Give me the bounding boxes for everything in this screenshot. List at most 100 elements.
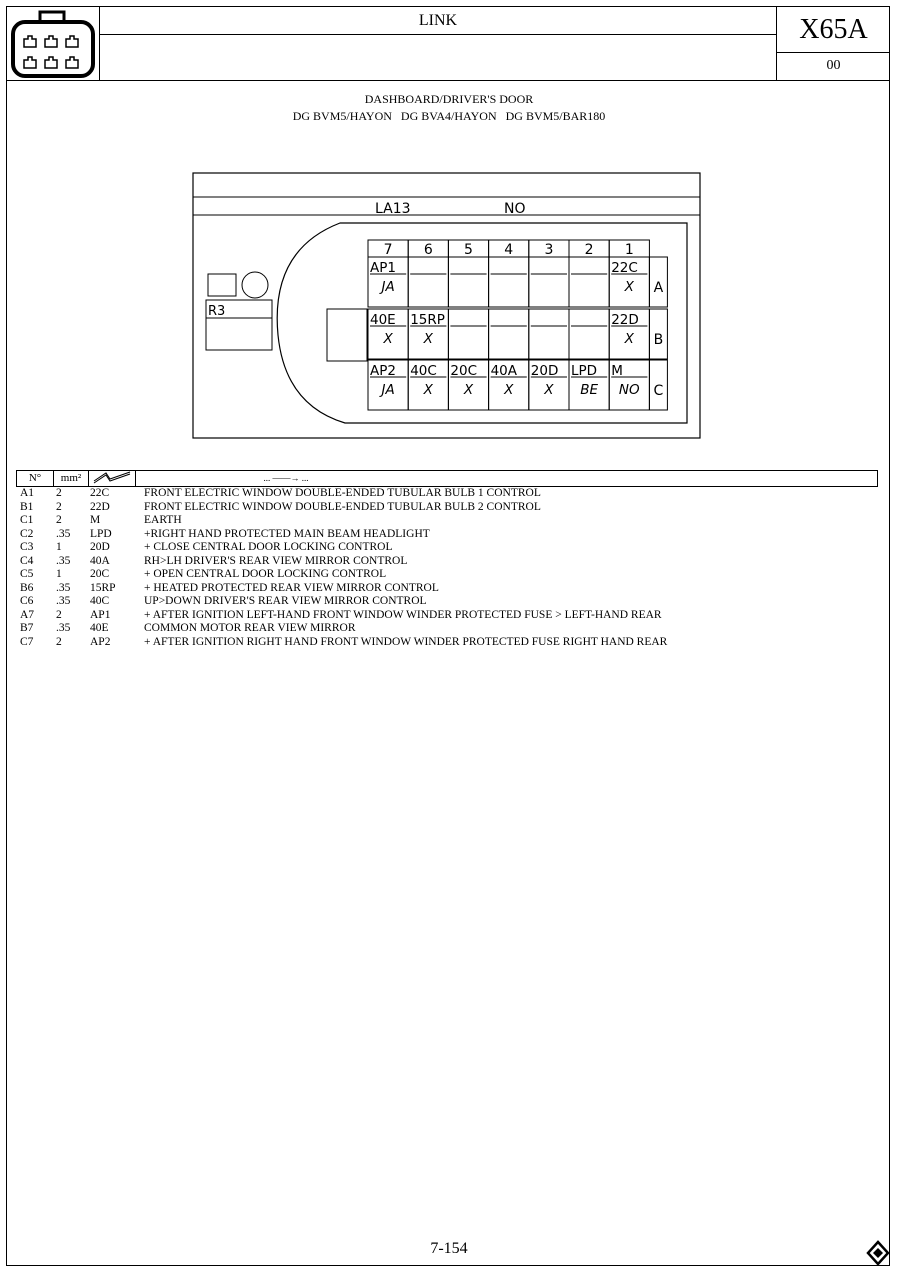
pin-column-label: 3 [544, 242, 553, 258]
wire-icon [89, 471, 136, 486]
table-cell-desc: FRONT ELECTRIC WINDOW DOUBLE-ENDED TUBUL… [144, 500, 541, 513]
pin-wire-label: 22C [611, 260, 638, 276]
pin-wire-label: 40C [410, 363, 437, 379]
pin-color-label: X [503, 382, 514, 398]
pin-column-label: 4 [504, 242, 513, 258]
pin-color-label: X [382, 331, 393, 347]
pin-cell [528, 256, 570, 308]
pin-row-letter: C [654, 383, 664, 399]
table-cell-mm: 2 [56, 636, 62, 649]
table-cell-no: C4 [20, 554, 34, 567]
pin-color-label: X [463, 382, 474, 398]
header-divider [776, 6, 777, 80]
page-frame [6, 6, 890, 1266]
table-cell-no: C1 [20, 514, 34, 527]
header-divider [6, 80, 890, 81]
header-divider [776, 52, 890, 53]
table-cell-no: B1 [20, 500, 34, 513]
table-cell-wire: AP1 [90, 608, 111, 621]
table-cell-wire: 40C [90, 595, 110, 608]
pin-cell [488, 308, 530, 360]
pin-cell [407, 256, 449, 308]
table-cell-mm: 2 [56, 608, 62, 621]
pin-wire-label: AP2 [370, 363, 396, 379]
pin-row-letter: B [654, 332, 664, 348]
table-cell-wire: 20C [90, 568, 110, 581]
page-number: 7-154 [430, 1240, 468, 1257]
pin-cell [568, 308, 610, 360]
table-cell-no: C5 [20, 568, 34, 581]
table-cell-no: B6 [20, 581, 34, 594]
pin-wire-label: LPD [571, 363, 597, 379]
pin-color-label: X [624, 331, 635, 347]
table-cell-no: B7 [20, 622, 34, 635]
pin-column-label: 1 [625, 242, 634, 258]
pin-wire-label: 22D [611, 312, 639, 328]
table-cell-mm: 1 [56, 568, 62, 581]
table-cell-mm: 2 [56, 514, 62, 527]
header-divider [99, 34, 776, 35]
revision-number: 00 [826, 58, 841, 73]
connector-ref-right: NO [504, 201, 526, 217]
table-cell-no: C7 [20, 636, 34, 649]
side-label: R3 [208, 304, 225, 319]
renault-logo-icon [866, 1240, 890, 1266]
table-cell-wire: 40E [90, 622, 109, 635]
col-no-header: N° [17, 471, 54, 486]
pin-wire-label: M [611, 363, 623, 379]
table-cell-wire: M [90, 514, 101, 527]
pin-color-label: X [543, 382, 554, 398]
pin-column-label: 7 [384, 242, 393, 258]
table-cell-mm: .35 [56, 595, 71, 608]
table-cell-desc: RH>LH DRIVER'S REAR VIEW MIRROR CONTROL [144, 554, 408, 567]
table-cell-desc: + HEATED PROTECTED REAR VIEW MIRROR CONT… [144, 581, 439, 594]
pin-wire-label: 40A [491, 363, 518, 379]
table-cell-wire: 22D [90, 500, 110, 513]
table-cell-desc: + CLOSE CENTRAL DOOR LOCKING CONTROL [144, 541, 393, 554]
pin-color-label: X [624, 279, 635, 295]
table-cell-desc: COMMON MOTOR REAR VIEW MIRROR [144, 622, 356, 635]
table-cell-mm: 1 [56, 541, 62, 554]
pin-cell [447, 256, 490, 308]
connector-variants: DG BVM5/HAYON DG BVA4/HAYON DG BVM5/BAR1… [292, 109, 606, 123]
pin-column-label: 2 [585, 242, 594, 258]
pin-column-label: 6 [424, 242, 433, 258]
table-cell-wire: LPD [90, 527, 112, 540]
table-row: A7 2 AP1 + AFTER IGNITION LEFT-HAND FRONT W… [16, 609, 878, 623]
table-cell-no: C6 [20, 595, 34, 608]
col-mm-header: mm² [54, 471, 89, 486]
pin-wire-label: 20D [531, 363, 559, 379]
pin-cell [447, 308, 490, 360]
connector-icon [11, 10, 95, 78]
table-cell-mm: 2 [56, 500, 62, 513]
connector-code: X65A [799, 14, 868, 45]
table-cell-mm: .35 [56, 554, 71, 567]
pin-color-label: BE [580, 382, 598, 398]
table-cell-desc: FRONT ELECTRIC WINDOW DOUBLE-ENDED TUBUL… [144, 487, 541, 499]
table-row: B1 2 22D FRONT ELECTRIC WINDOW DOUBLE-ENDED… [16, 501, 878, 515]
table-cell-wire: 40A [90, 554, 110, 567]
table-cell-no: A7 [20, 608, 35, 621]
table-cell-no: C2 [20, 527, 34, 540]
pin-row-box [648, 359, 668, 411]
wiring-table-header: N° mm² ... ——→ ... [16, 470, 878, 487]
pin-wire-label: 20C [450, 363, 477, 379]
table-cell-desc: UP>DOWN DRIVER'S REAR VIEW MIRROR CONTRO… [144, 595, 427, 608]
pin-row-box [648, 308, 668, 360]
header-divider [99, 6, 100, 80]
table-cell-desc: + AFTER IGNITION RIGHT HAND FRONT WINDOW… [144, 636, 668, 649]
pin-cell [528, 308, 570, 360]
table-cell-desc: + AFTER IGNITION LEFT-HAND FRONT WINDOW … [144, 608, 662, 621]
pin-row-letter: A [654, 280, 664, 296]
pin-color-label: JA [378, 382, 394, 398]
table-cell-wire: 15RP [90, 581, 116, 594]
